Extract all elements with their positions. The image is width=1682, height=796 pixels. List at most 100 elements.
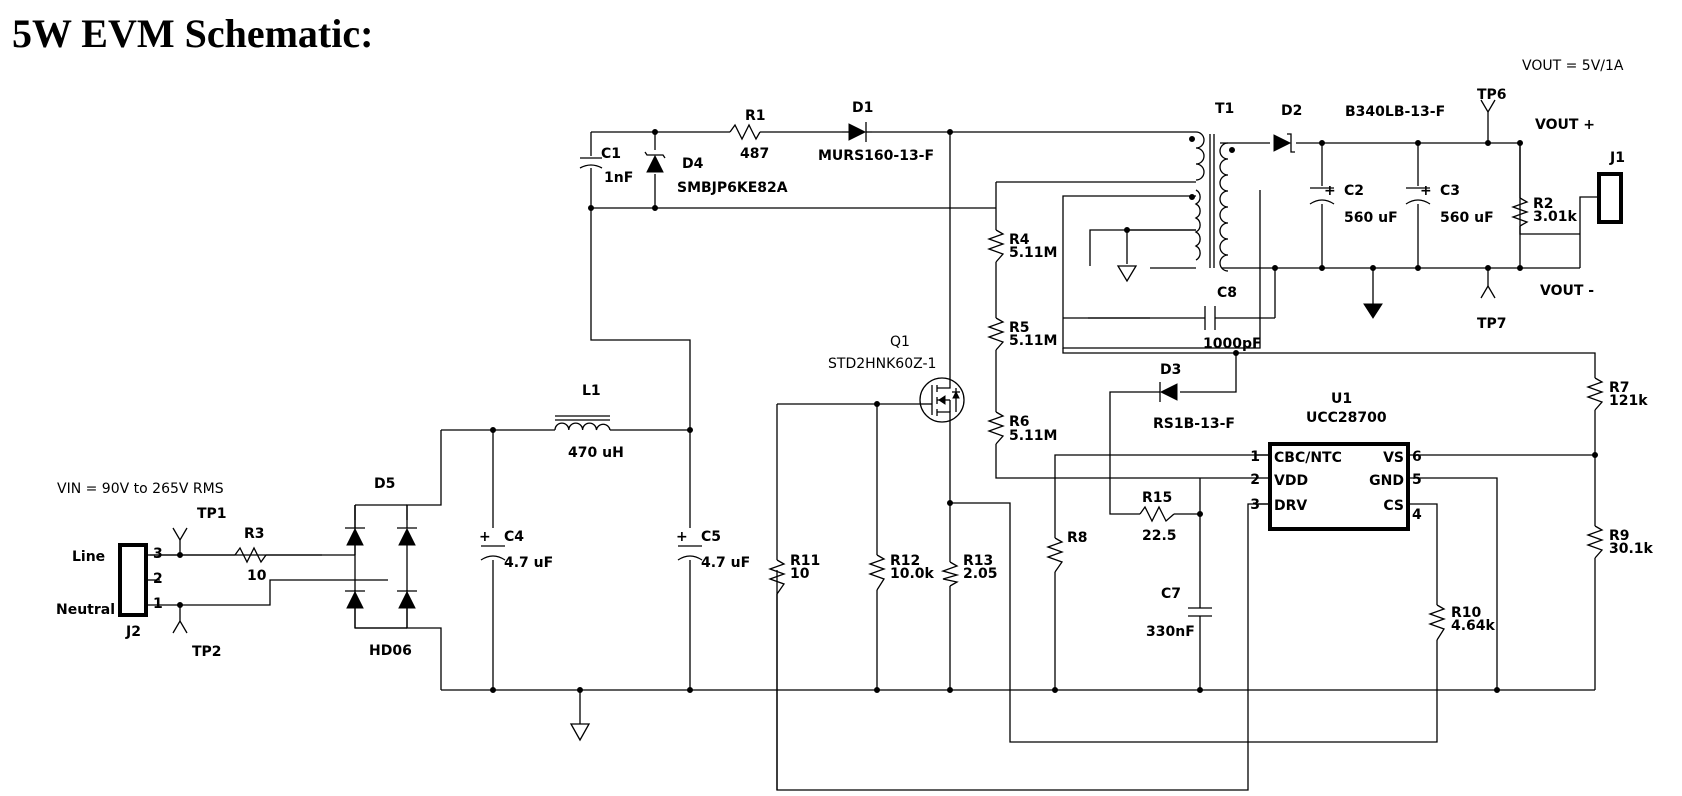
resistor-r1: [729, 123, 761, 141]
u1-pin3-name: DRV: [1274, 498, 1307, 514]
u1-pin2-num: 2: [1250, 472, 1260, 488]
r3-ref: R3: [244, 526, 265, 542]
tvs-diode-d4: [644, 151, 666, 173]
c5-ref: C5: [701, 529, 721, 545]
r10-value: 4.64k: [1451, 618, 1496, 634]
l1-value: 470 uH: [568, 445, 624, 461]
d3-ref: D3: [1160, 362, 1181, 378]
c1-ref: C1: [601, 146, 621, 162]
r15-ref: R15: [1142, 490, 1172, 506]
u1-pin5-name: GND: [1369, 473, 1404, 489]
c3-value: 560 uF: [1440, 210, 1494, 226]
inductor-l1: [554, 415, 611, 431]
c4-ref: C4: [504, 529, 524, 545]
line-label: Line: [72, 549, 105, 565]
connector-j2: [118, 543, 160, 617]
c2-plus-mark: +: [1324, 183, 1336, 199]
r6-ref: R6: [1009, 414, 1030, 430]
u1-pin5-num: 5: [1412, 472, 1422, 488]
r12-value: 10.0k: [890, 566, 935, 582]
r1-value: 487: [740, 146, 769, 162]
j1-ref: J1: [1609, 150, 1625, 166]
c8-ref: C8: [1217, 285, 1237, 301]
r13-ref: R13: [963, 553, 993, 569]
vout-minus-label: VOUT -: [1540, 283, 1594, 299]
test-point-tp6: [1480, 99, 1496, 114]
test-point-tp1: [172, 527, 188, 542]
u1-pin6-name: VS: [1383, 450, 1404, 466]
c7-value: 330nF: [1146, 624, 1195, 640]
u1-pin4-num: 4: [1412, 507, 1422, 523]
r9-value: 30.1k: [1609, 541, 1654, 557]
ic-u1: [1255, 442, 1410, 531]
c5-plus-mark: +: [676, 529, 688, 545]
r1-ref: R1: [745, 108, 766, 124]
page-title: 5W EVM Schematic:: [12, 11, 374, 56]
resistor-r15: [1139, 505, 1175, 523]
r5-value: 5.11M: [1009, 333, 1057, 349]
r10-ref: R10: [1451, 605, 1482, 621]
resistor-r4: [987, 229, 1005, 263]
d4-ref: D4: [682, 156, 704, 172]
resistor-r2: [1511, 197, 1529, 227]
capacitor-c2: [1309, 187, 1335, 205]
r7-ref: R7: [1609, 380, 1630, 396]
resistor-r11: [768, 559, 786, 595]
ground-secondary-icon: [1363, 303, 1383, 319]
neutral-label: Neutral: [56, 602, 115, 618]
r2-ref: R2: [1533, 196, 1554, 212]
j2-pin3: 3: [153, 546, 163, 562]
r11-value: 10: [790, 566, 810, 582]
u1-pin4-name: CS: [1383, 498, 1404, 514]
d4-value: SMBJP6KE82A: [677, 180, 788, 196]
u1-pin6-num: 6: [1412, 449, 1422, 465]
vout-spec: VOUT = 5V/1A: [1522, 58, 1624, 74]
r13-value: 2.05: [963, 566, 998, 582]
diode-d3: [1159, 382, 1178, 402]
u1-pin1-name: CBC/NTC: [1274, 450, 1342, 466]
q1-value: STD2HNK60Z-1: [828, 356, 936, 372]
c3-plus-mark: +: [1420, 183, 1432, 199]
j2-pin1: 1: [153, 596, 163, 612]
capacitor-c8: [1204, 306, 1216, 330]
resistor-r10: [1428, 604, 1446, 641]
resistor-r8: [1046, 537, 1064, 573]
q1-ref: Q1: [890, 334, 910, 350]
r7-value: 121k: [1609, 393, 1648, 409]
c8-value: 1000pF: [1203, 336, 1262, 352]
d3-value: RS1B-13-F: [1153, 416, 1235, 432]
r3-value: 10: [247, 568, 267, 584]
ground-aux-icon: [1116, 265, 1138, 283]
c1-value: 1nF: [604, 170, 633, 186]
schottky-diode-d2: [1273, 133, 1295, 153]
resistor-r7: [1586, 377, 1604, 411]
c7-ref: C7: [1161, 586, 1181, 602]
r2-value: 3.01k: [1533, 209, 1578, 225]
r12-ref: R12: [890, 553, 920, 569]
labels: VOUT = 5V/1A VIN = 90V to 265V RMS VOUT …: [56, 58, 1654, 660]
r11-ref: R11: [790, 553, 820, 569]
tp6-ref: TP6: [1477, 87, 1507, 103]
capacitor-c5: [677, 545, 703, 561]
connector-j1: [1597, 172, 1623, 224]
r4-ref: R4: [1009, 232, 1030, 248]
capacitor-c4: [480, 545, 506, 561]
d2-value: B340LB-13-F: [1345, 104, 1445, 120]
r9-ref: R9: [1609, 528, 1630, 544]
c3-ref: C3: [1440, 183, 1460, 199]
u1-ref: U1: [1331, 391, 1352, 407]
d2-ref: D2: [1281, 103, 1302, 119]
vout-plus-label: VOUT +: [1535, 117, 1595, 133]
u1-pin1-num: 1: [1250, 449, 1260, 465]
tp7-ref: TP7: [1477, 316, 1507, 332]
bridge-rectifier-d5: [345, 504, 417, 629]
l1-ref: L1: [582, 383, 601, 399]
c2-ref: C2: [1344, 183, 1364, 199]
u1-pin3-num: 3: [1250, 497, 1260, 513]
resistor-r3: [234, 546, 322, 564]
resistor-r9: [1586, 525, 1604, 559]
u1-pin2-name: VDD: [1274, 473, 1308, 489]
d1-ref: D1: [852, 100, 873, 116]
d1-value: MURS160-13-F: [818, 148, 934, 164]
